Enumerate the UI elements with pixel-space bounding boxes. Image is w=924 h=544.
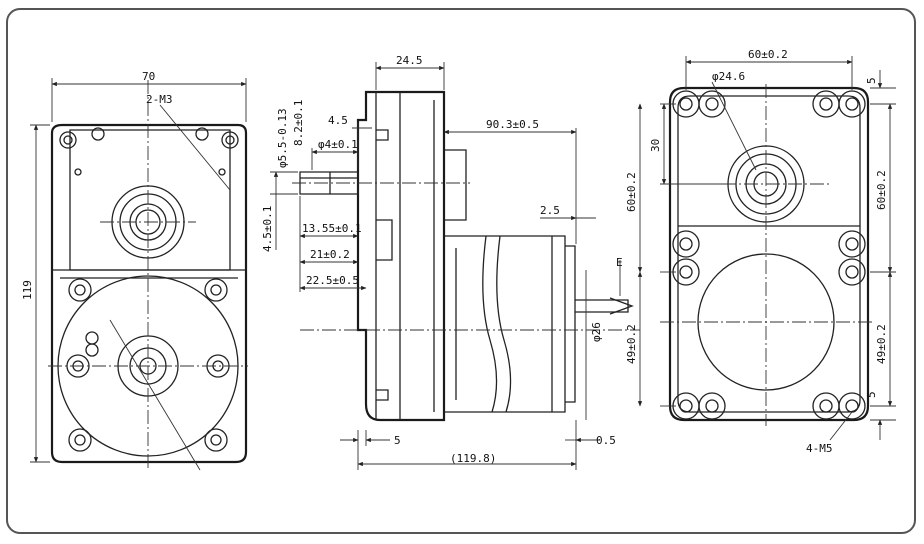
dim-side-length: 90.3±0.5 xyxy=(486,118,539,131)
dim-side-13: 13.55±0.1 xyxy=(302,222,362,235)
dim-rear-holes: 4-M5 xyxy=(806,442,833,455)
dim-side-21: 21±0.2 xyxy=(310,248,350,261)
front-view xyxy=(30,78,248,471)
dim-rear-width: 60±0.2 xyxy=(748,48,788,61)
dim-side-shaft-d: φ4±0.1 xyxy=(318,138,358,151)
dim-rear-60-left: 60±0.2 xyxy=(625,172,638,212)
dim-rear-49-left: 49±0.2 xyxy=(625,324,638,364)
rear-motor-bore xyxy=(697,253,835,391)
dim-front-width: 70 xyxy=(142,70,155,83)
dim-side-shaft-h: 4.5±0.1 xyxy=(261,206,274,252)
front-top-holes xyxy=(59,127,239,149)
dim-side-top: 24.5 xyxy=(396,54,423,67)
side-shaft xyxy=(299,171,359,195)
side-gearbox xyxy=(356,90,446,422)
front-outline xyxy=(50,123,248,464)
dim-side-E: E xyxy=(616,256,623,269)
dim-rear-5-top: 5 xyxy=(865,77,878,84)
dim-side-5: 5 xyxy=(394,434,401,447)
dim-front-height: 119 xyxy=(21,280,34,300)
dim-side-22: 22.5±0.5 xyxy=(306,274,359,287)
dim-rear-60-right: 60±0.2 xyxy=(875,170,888,210)
dim-side-flange: 4.5 xyxy=(328,114,348,127)
dim-rear-30: 30 xyxy=(649,139,662,152)
dim-rear-boss: φ24.6 xyxy=(712,70,745,83)
rear-bosses xyxy=(672,90,866,420)
side-motor xyxy=(444,235,566,413)
dim-front-holes: 2-M3 xyxy=(146,93,173,106)
dim-rear-5-bottom: 5 xyxy=(865,391,878,398)
dim-side-0-5: 0.5 xyxy=(596,434,616,447)
dim-side-total: (119.8) xyxy=(450,452,496,465)
dim-side-2-5: 2.5 xyxy=(540,204,560,217)
side-view xyxy=(270,62,640,470)
dim-side-key-a: φ5.5-0.13 xyxy=(276,108,289,168)
dim-side-26: φ26 xyxy=(590,322,603,342)
rear-view xyxy=(637,56,896,441)
dim-side-key-b: 8.2±0.1 xyxy=(292,100,305,146)
dim-rear-49-right: 49±0.2 xyxy=(875,324,888,364)
rear-outline xyxy=(668,86,870,422)
